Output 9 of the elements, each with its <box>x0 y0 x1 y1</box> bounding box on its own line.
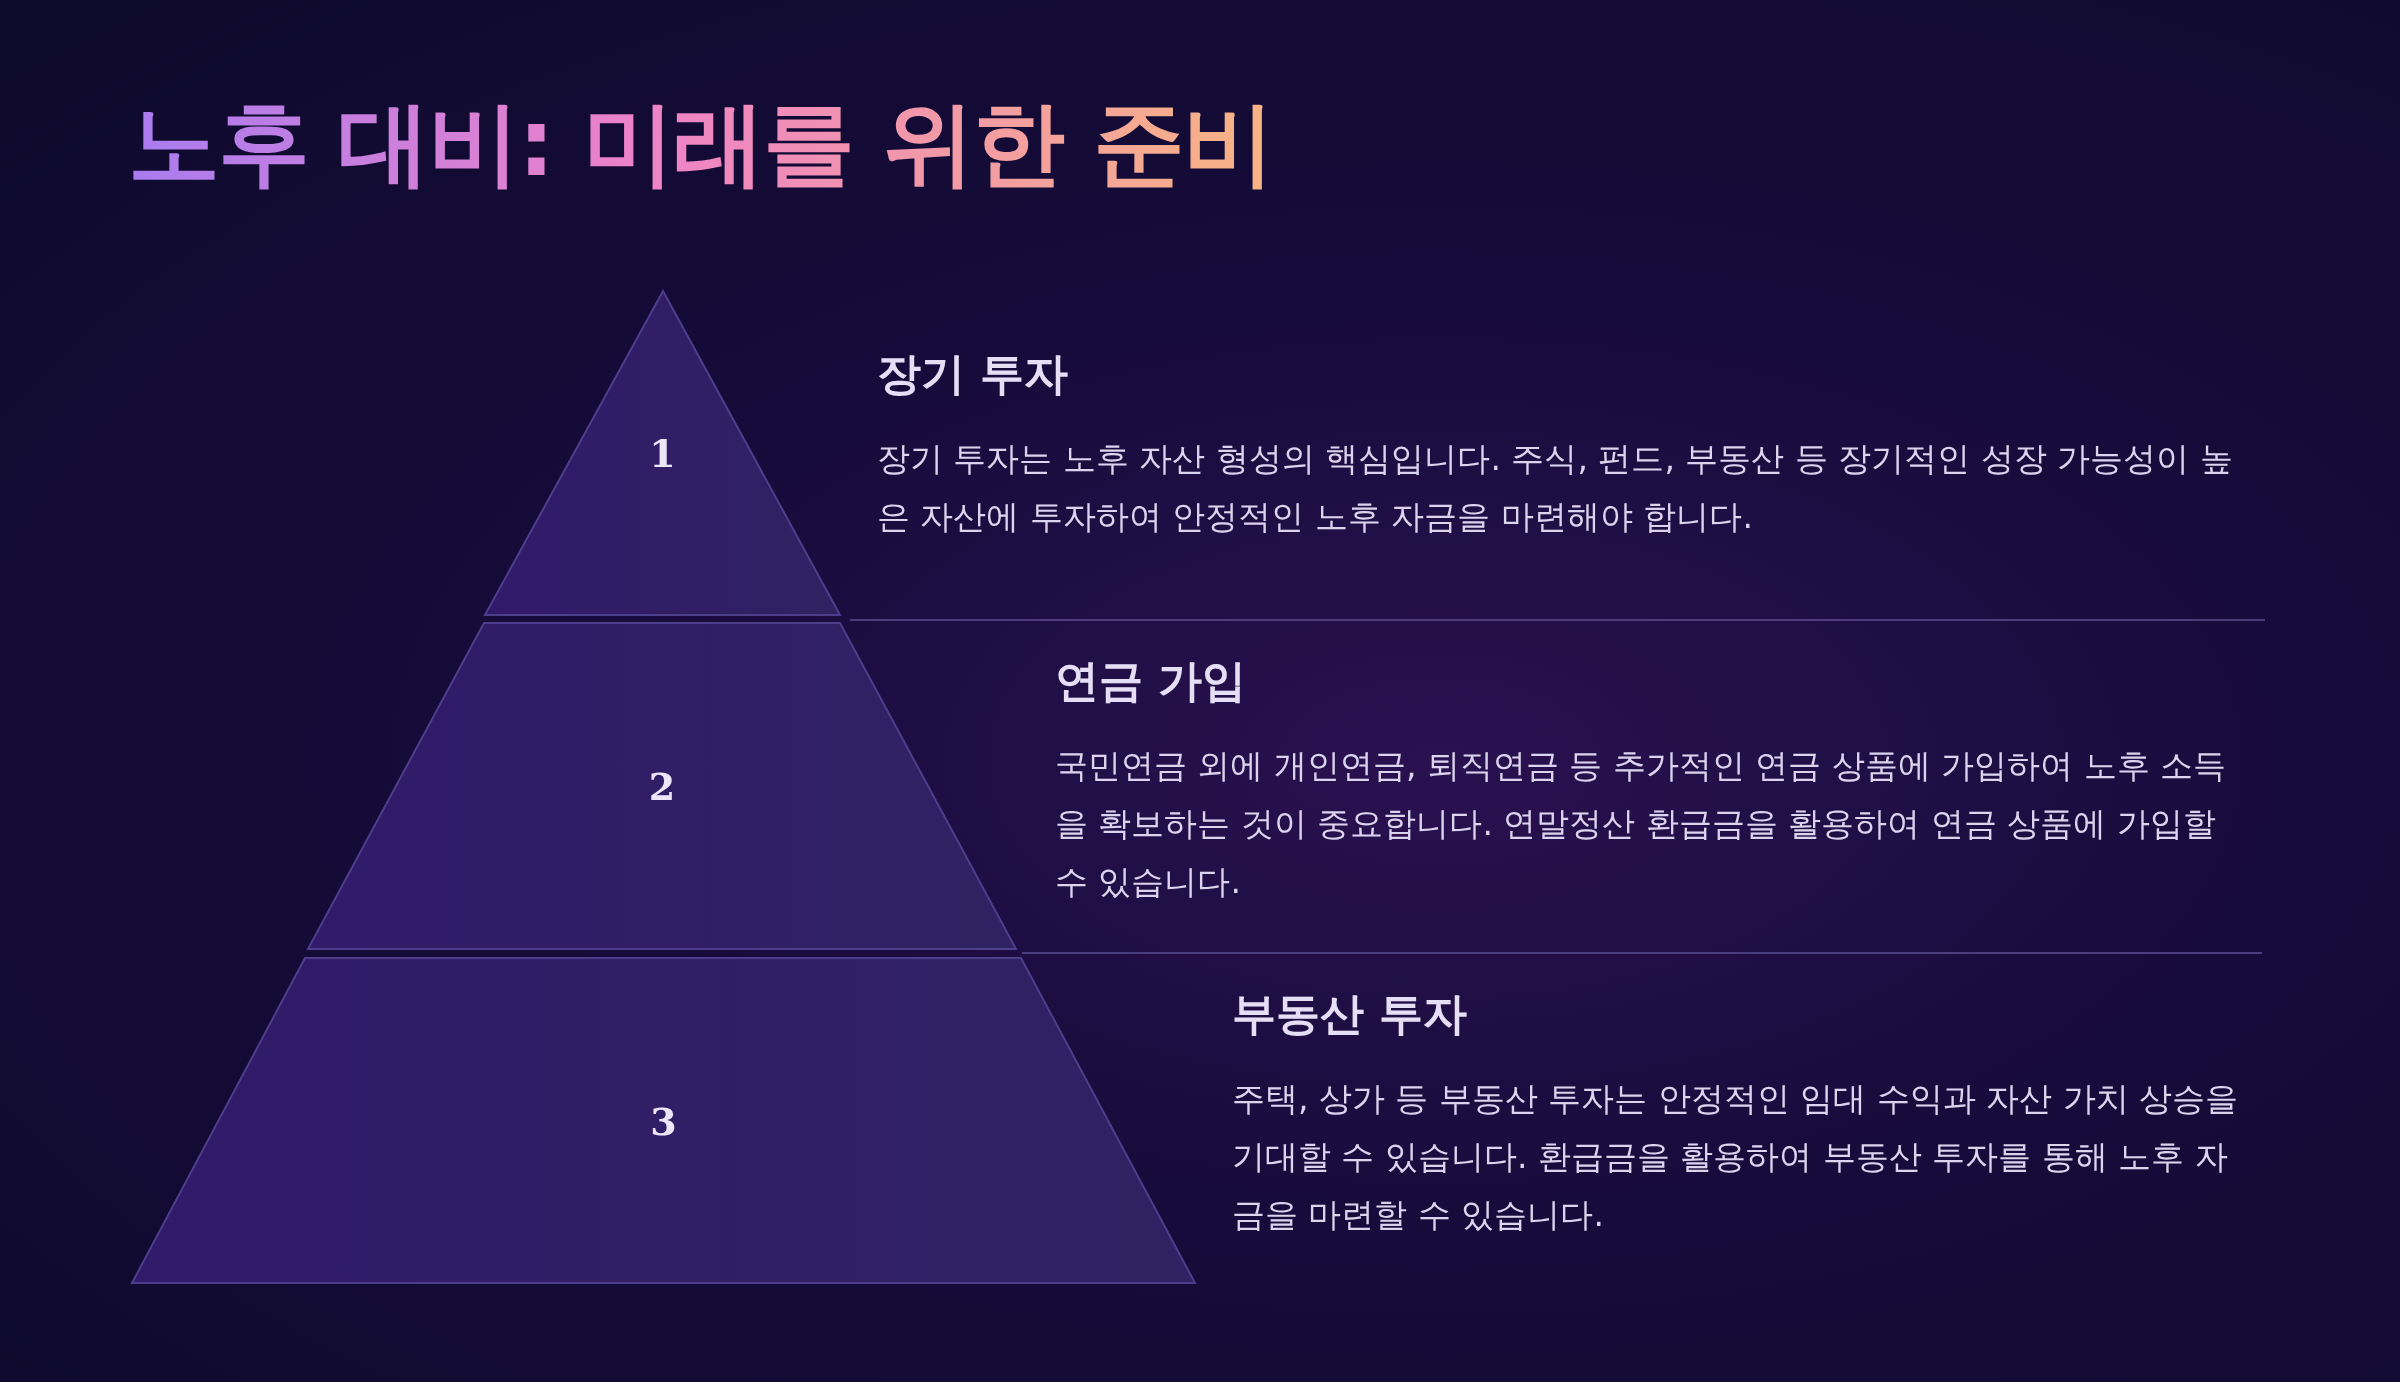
level-number: 2 <box>648 763 676 809</box>
description-text: 국민연금 외에 개인연금, 퇴직연금 등 추가적인 연금 상품에 가입하여 노후 소득을 확보하는 것이 중요합니다. 연말정산 환급금을 활용하여 연금 상품에 가입할 수 있습니다. <box>1055 745 2228 903</box>
level-number: 1 <box>649 430 676 476</box>
description-text: 장기 투자는 노후 자산 형성의 핵심입니다. 주식, 펀드, 부동산 등 장기적인 성장 가능성이 높은 자산에 투자하여 안정적인 노후 자금을 마련해야 합니다. <box>877 438 2234 538</box>
level-number: 3 <box>650 1098 677 1143</box>
section-heading: 부동산 투자 <box>1232 987 1469 1041</box>
section-heading: 장기 투자 <box>877 347 1070 401</box>
description-text: 주택, 상가 등 부동산 투자는 안정적인 임대 수익과 자산 가치 상승을 기대할 수 있습니다. 환급금을 활용하여 부동산 투자를 통해 노후 자금을 마련할 수 있습니다. <box>1232 1078 2240 1236</box>
section-heading: 연금 가입 <box>1055 654 1248 708</box>
